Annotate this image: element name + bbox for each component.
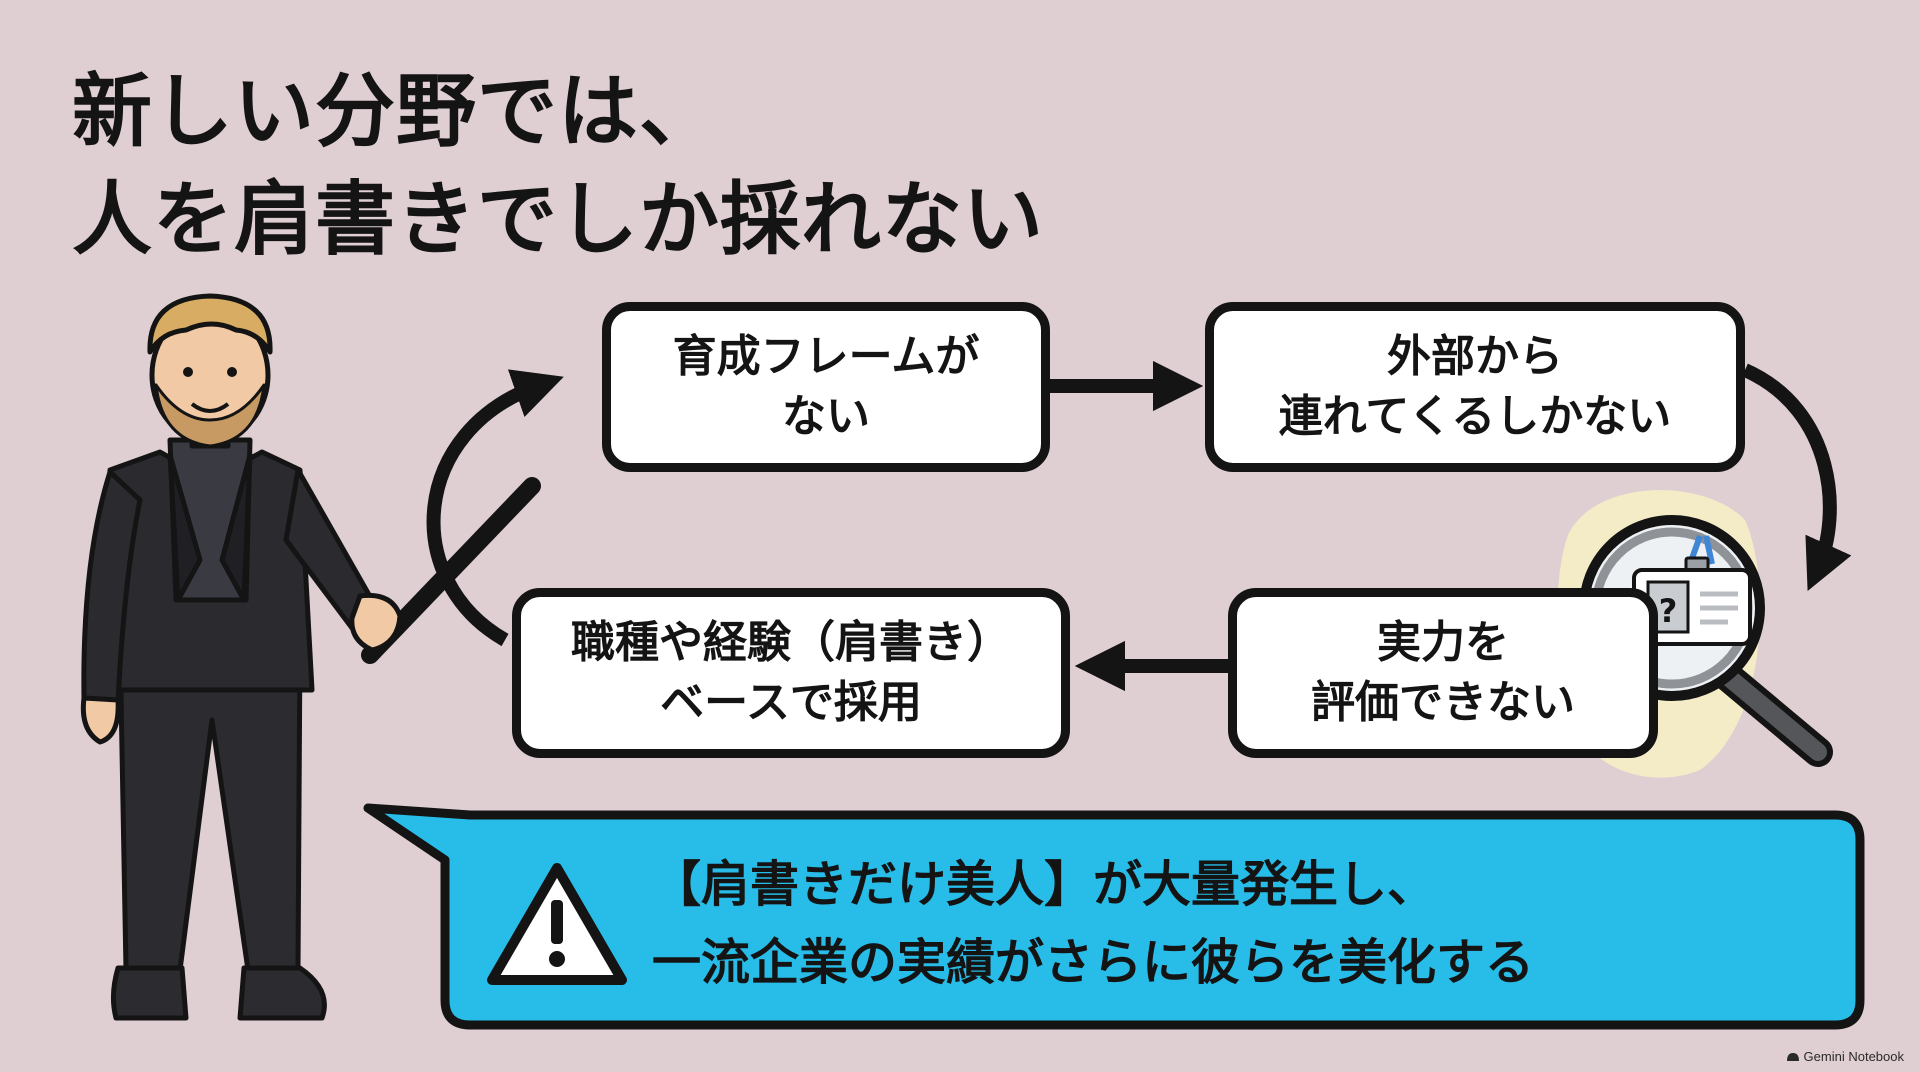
- credit: Gemini Notebook: [1786, 1049, 1904, 1064]
- title-line-2: 人を肩書きでしか採れない: [72, 173, 1044, 266]
- box2-line1: 外部から: [1387, 331, 1563, 382]
- cycle-box-cannot-evaluate: 実力を 評価できない: [1228, 588, 1658, 758]
- cycle-box-title-based-hiring: 職種や経験（肩書き） ベースで採用: [512, 588, 1070, 758]
- badge-question-mark: ?: [1659, 592, 1678, 630]
- box3-line1: 実力を: [1377, 617, 1509, 668]
- title-line-1: 新しい分野では、: [72, 65, 720, 158]
- box2-line2: 連れてくるしかない: [1278, 391, 1672, 442]
- id-badge-icon: ?: [1632, 534, 1752, 646]
- box4-line2: ベースで採用: [660, 677, 922, 728]
- box4-line1: 職種や経験（肩書き）: [571, 617, 1011, 668]
- box1-line2: ない: [782, 391, 870, 442]
- callout-bubble: [363, 803, 1865, 1030]
- box3-line2: 評価できない: [1311, 677, 1575, 728]
- callout-line-2: 一流企業の実績がさらに彼らを美化する: [652, 934, 1535, 991]
- page-title: 新しい分野では、 人を肩書きでしか採れない: [72, 58, 1044, 274]
- box1-line1: 育成フレームが: [672, 331, 980, 382]
- notebook-icon: [1786, 1052, 1799, 1061]
- warning-icon: [487, 863, 627, 985]
- callout-text: 【肩書きだけ美人】が大量発生し、 一流企業の実績がさらに彼らを美化する: [652, 846, 1812, 1002]
- cycle-box-hire-externally: 外部から 連れてくるしかない: [1205, 302, 1745, 472]
- credit-text: Gemini Notebook: [1803, 1049, 1904, 1064]
- presenter-illustration: [80, 293, 541, 1021]
- arrow-box4-to-box1: [426, 369, 564, 647]
- callout-line-1: 【肩書きだけ美人】が大量発生し、: [652, 856, 1437, 913]
- cycle-box-no-training-framework: 育成フレームが ない: [602, 302, 1050, 472]
- arrow-box2-to-box3: [1742, 363, 1852, 591]
